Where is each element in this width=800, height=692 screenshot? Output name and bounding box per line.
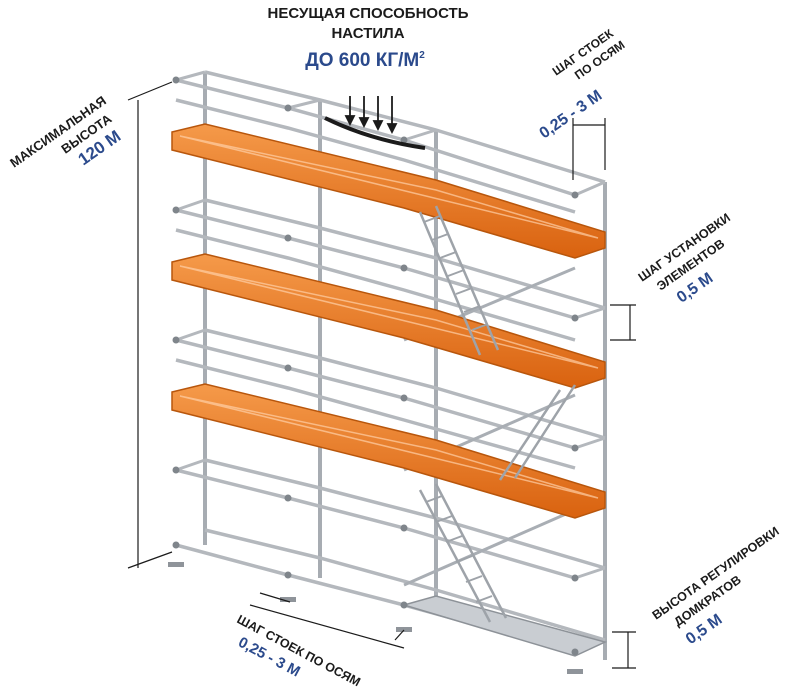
load-value-main: ДО 600 КГ/М	[305, 50, 419, 71]
decks	[171, 123, 608, 657]
scaffold-structure	[168, 70, 608, 674]
dimension-lines	[127, 81, 636, 669]
jack-height-line1: ВЫСОТА РЕГУЛИРОВКИ	[650, 524, 782, 622]
load-value-sup: 2	[419, 50, 425, 61]
ladders	[418, 205, 577, 623]
front-posts	[173, 80, 578, 672]
ground-platform	[401, 595, 608, 657]
base-jacks	[168, 562, 583, 674]
jack-height-label: ВЫСОТА РЕГУЛИРОВКИ ДОМКРАТОВ 0,5 М	[650, 524, 782, 648]
load-title-line1: НЕСУЩАЯ СПОСОБНОСТЬ	[268, 5, 469, 22]
max-height-label: МАКСИМАЛЬНАЯ ВЫСОТА 120 М	[7, 93, 124, 170]
install-step-label: ШАГ УСТАНОВКИ ЭЛЕМЕНТОВ 0,5 М	[636, 211, 733, 307]
deck-level-2	[171, 253, 606, 389]
load-title-line2: НАСТИЛА	[331, 25, 404, 42]
post-step-value: 0,25 - 3 М	[537, 87, 606, 142]
post-step-label: ШАГ СТОЕК ПО ОСЯМ	[550, 26, 628, 82]
bottom-post-step-label: ШАГ СТОЕК ПО ОСЯМ 0,25 - 3 М	[235, 612, 363, 689]
load-value: ДО 600 КГ/М2	[305, 50, 425, 71]
load-arrows	[324, 96, 426, 150]
deck-level-3	[171, 383, 606, 519]
connection-nodes	[172, 76, 579, 656]
transoms	[175, 70, 606, 580]
deck-level-1	[171, 123, 606, 259]
ledgers	[175, 70, 606, 654]
